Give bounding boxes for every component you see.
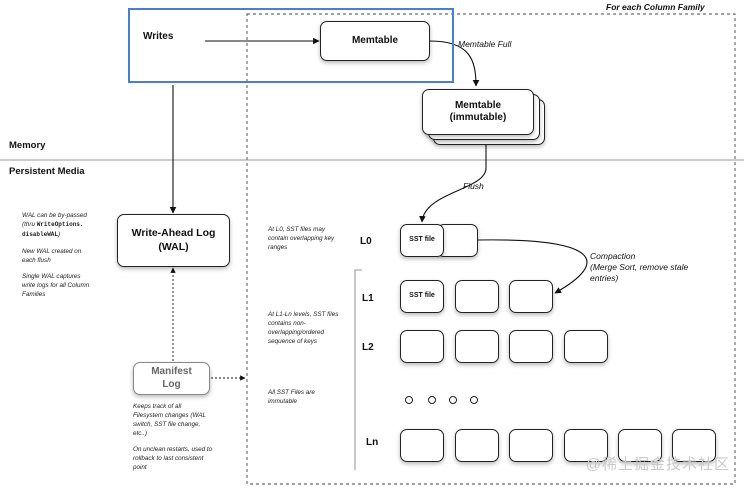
l1-ln-bracket: [354, 269, 362, 470]
level-ln-label: Ln: [366, 437, 379, 448]
wal-bypass-code-2: disableWAL: [22, 230, 59, 238]
memtable-immutable-node: Memtable (immutable): [422, 89, 534, 135]
level-l1-label: L1: [362, 293, 374, 304]
wal-bypass-note-prefix: (thru: [22, 221, 37, 229]
l2-sst-file-4: [564, 330, 608, 363]
level-l0-label: L0: [360, 236, 372, 247]
immutable-note: All SST Files are immutable: [268, 388, 358, 406]
l1-note-3: overlapping/ordered: [268, 329, 325, 337]
ellipsis-circle-2: [428, 396, 436, 404]
ln-sst-file-4: [564, 429, 608, 462]
ln-sst-file-5: [618, 429, 662, 462]
l0-note: At L0, SST files may contain overlapping…: [268, 225, 363, 252]
l0-sst-file-label: SST file: [409, 236, 435, 244]
wal-single-note-1: Single WAL captures: [22, 272, 81, 280]
manifest-note-7: point: [133, 463, 147, 471]
manifest-note-5: On unclean restarts, used to: [133, 445, 213, 453]
immutable-note-2: immutable: [268, 398, 298, 406]
l1-sst-file-2: [455, 280, 499, 313]
ellipsis-circle-4: [470, 396, 478, 404]
wal-notes: WAL can be by-passed (thru WriteOptions.…: [22, 211, 114, 299]
immutable-note-1: All SST Files are: [268, 389, 315, 396]
writes-highlight-frame: [128, 8, 454, 83]
manifest-note-2: Filesystem changes (WAL: [133, 412, 207, 420]
manifest-note-3: switch, SST file change,: [133, 421, 201, 429]
compaction-label: Compaction (Merge Sort, remove stale ent…: [590, 251, 688, 284]
memtable-label: Memtable: [351, 34, 399, 46]
wal-new-note-2: each flush: [22, 256, 51, 264]
wal-bypass-note-3: disableWAL): [22, 230, 114, 240]
ellipsis-circle-1: [405, 396, 413, 404]
edge-flush: [419, 140, 487, 223]
ln-sst-file-6: [672, 429, 716, 462]
manifest-note-1: Keeps track of all: [133, 403, 182, 410]
wal-single-note-3: Families: [22, 291, 46, 298]
edge-compaction: [477, 239, 588, 294]
l1-sst-file-3: [509, 280, 553, 313]
wal-node: Write-Ahead Log (WAL): [117, 214, 230, 267]
wal-bypass-note-suffix: ): [58, 230, 61, 238]
l0-note-2: contain overlapping key: [268, 235, 335, 243]
edge-memtable-full: [429, 40, 480, 87]
memory-region-label: Memory: [9, 140, 46, 151]
ln-sst-file-1: [400, 429, 444, 462]
l0-note-3: ranges: [268, 244, 288, 252]
column-family-label: For each Column Family: [606, 2, 705, 12]
wal-single-note-2: write logs for all Column: [22, 281, 90, 289]
wal-label-2: (WAL): [158, 240, 189, 253]
memtable-immutable-label-2: (immutable): [449, 112, 507, 123]
flush-label: Flush: [463, 181, 484, 191]
ln-sst-file-2: [455, 429, 499, 462]
ln-sst-file-3: [509, 429, 553, 462]
l1-sst-file-1: SST file: [400, 280, 444, 313]
memtable-immutable-label-1: Memtable: [454, 99, 502, 111]
compaction-label-3: entries): [590, 273, 619, 284]
memtable-node: Memtable: [320, 21, 430, 61]
writes-label: Writes: [143, 31, 174, 42]
manifest-log-node: Manifest Log: [133, 362, 210, 395]
wal-bypass-code-1: WriteOptions.: [36, 221, 84, 229]
l1-note-4: sequence of keys: [268, 338, 318, 346]
l2-sst-file-1: [400, 330, 444, 363]
compaction-label-1: Compaction: [590, 251, 636, 261]
watermark-text: @稀土掘金技术社区: [585, 456, 730, 473]
manifest-notes: Keeps track of all Filesystem changes (W…: [133, 402, 243, 472]
l2-sst-file-3: [509, 330, 553, 363]
l1-note-1: At L1-Ln levels, SST files: [268, 311, 339, 318]
column-family-frame: [246, 13, 736, 485]
manifest-label-2: Log: [162, 378, 181, 390]
l1-sst-file-label: SST file: [409, 292, 435, 300]
persistent-media-region-label: Persistent Media: [9, 166, 85, 177]
l1-note-2: contains non-: [268, 320, 306, 328]
ellipsis-circle-3: [449, 396, 457, 404]
l2-sst-file-2: [455, 330, 499, 363]
manifest-note-4: etc..): [133, 430, 147, 438]
wal-label-1: Write-Ahead Log: [131, 227, 216, 240]
l1-ln-note: At L1-Ln levels, SST files contains non-…: [268, 310, 363, 347]
l0-note-1: At L0, SST files may: [268, 226, 326, 233]
memtable-full-label: Memtable Full: [458, 39, 512, 49]
l0-sst-file: SST file: [400, 224, 444, 257]
wal-new-note-1: New WAL created on: [22, 247, 82, 255]
compaction-label-2: (Merge Sort, remove stale: [590, 262, 689, 273]
level-l2-label: L2: [362, 342, 374, 353]
manifest-label-1: Manifest: [151, 366, 192, 377]
manifest-note-6: rollback to last consistent: [133, 454, 204, 462]
wal-bypass-note-1: WAL can be by-passed: [22, 212, 87, 219]
wal-bypass-note-2: (thru WriteOptions.: [22, 220, 114, 230]
